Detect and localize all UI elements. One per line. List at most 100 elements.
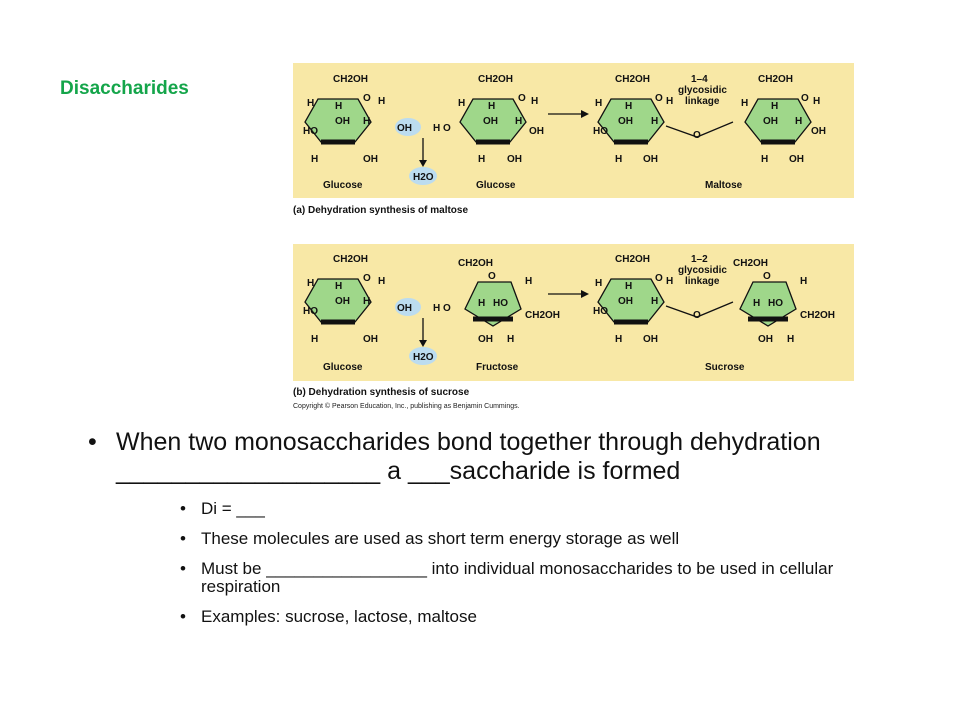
svg-text:H: H <box>625 101 632 112</box>
bullet-list: • When two monosaccharides bond together… <box>88 428 908 626</box>
svg-text:CH2OH: CH2OH <box>800 310 835 321</box>
svg-text:OH: OH <box>758 334 773 345</box>
water-label: H2O <box>413 172 434 183</box>
maltose-label: Maltose <box>705 180 743 191</box>
caption-maltose: (a) Dehydration synthesis of maltose <box>293 205 469 216</box>
sub-bullet: • These molecules are used as short term… <box>180 529 680 548</box>
water-molecule <box>409 347 437 365</box>
svg-text:O: O <box>693 310 701 321</box>
svg-text:H: H <box>787 334 794 345</box>
svg-text:CH2OH: CH2OH <box>525 310 560 321</box>
svg-text:H: H <box>625 281 632 292</box>
svg-text:O: O <box>443 303 451 314</box>
svg-text:H: H <box>771 101 778 112</box>
svg-text:O: O <box>801 93 809 104</box>
svg-text:H: H <box>378 276 385 287</box>
svg-text:H: H <box>335 101 342 112</box>
svg-text:OH: OH <box>363 334 378 345</box>
svg-text:OH: OH <box>397 303 412 314</box>
svg-text:H: H <box>800 276 807 287</box>
glucose-label: Glucose <box>323 362 363 373</box>
svg-text:H: H <box>651 116 658 127</box>
svg-text:H: H <box>307 98 314 109</box>
svg-text:OH: OH <box>618 116 633 127</box>
svg-text:OH: OH <box>507 154 522 165</box>
svg-text:OH: OH <box>763 116 778 127</box>
svg-text:H: H <box>433 123 440 134</box>
copyright-notice: Copyright © Pearson Education, Inc., pub… <box>293 403 520 410</box>
bullet-dot-icon: • <box>180 559 186 578</box>
caption-sucrose: (b) Dehydration synthesis of sucrose <box>293 387 470 398</box>
svg-text:H: H <box>525 276 532 287</box>
sub-bullet: • Examples: sucrose, lactose, maltose <box>180 607 477 626</box>
svg-text:H: H <box>363 116 370 127</box>
svg-text:H: H <box>666 96 673 107</box>
svg-text:O: O <box>763 271 771 282</box>
svg-text:CH2OH: CH2OH <box>333 254 368 265</box>
maltose-diagram: CH2OH O HHH OHH HO HOH OH OH HO H2O CH2O… <box>303 74 826 191</box>
svg-text:H: H <box>378 96 385 107</box>
svg-text:HO: HO <box>593 306 608 317</box>
maltose-synthesis-panel: CH2OH O HHH OHH HO HOH OH OH HO H2O CH2O… <box>293 63 854 198</box>
svg-text:linkage: linkage <box>685 276 720 287</box>
svg-text:H: H <box>311 154 318 165</box>
svg-text:H: H <box>507 334 514 345</box>
svg-text:glycosidic: glycosidic <box>678 85 727 96</box>
svg-text:H: H <box>307 278 314 289</box>
svg-text:H: H <box>813 96 820 107</box>
fructose-label: Fructose <box>476 362 519 373</box>
ch2oh-label: CH2OH <box>333 74 368 85</box>
svg-text:CH2OH: CH2OH <box>615 254 650 265</box>
svg-text:glycosidic: glycosidic <box>678 265 727 276</box>
svg-text:OH: OH <box>789 154 804 165</box>
svg-text:H: H <box>595 98 602 109</box>
svg-text:H: H <box>478 298 485 309</box>
svg-text:HO: HO <box>493 298 508 309</box>
svg-text:O: O <box>443 123 451 134</box>
svg-text:H: H <box>666 276 673 287</box>
glucose-label-1: Glucose <box>323 180 363 191</box>
svg-text:H: H <box>478 154 485 165</box>
svg-text:H: H <box>363 296 370 307</box>
svg-text:H: H <box>651 296 658 307</box>
svg-text:OH: OH <box>643 154 658 165</box>
svg-text:O: O <box>363 93 371 104</box>
svg-text:OH: OH <box>363 154 378 165</box>
sucrose-label: Sucrose <box>705 362 745 373</box>
svg-text:OH: OH <box>397 123 412 134</box>
svg-text:H: H <box>515 116 522 127</box>
bullet-dot-icon: • <box>180 499 186 518</box>
svg-text:CH2OH: CH2OH <box>615 74 650 85</box>
svg-text:HO: HO <box>303 306 318 317</box>
svg-text:OH: OH <box>643 334 658 345</box>
svg-text:linkage: linkage <box>685 96 720 107</box>
svg-text:O: O <box>693 130 701 141</box>
main-bullet: • When two monosaccharides bond together… <box>88 428 908 486</box>
svg-text:H: H <box>488 101 495 112</box>
sub-bullet: • Must be _________________ into individ… <box>180 559 834 596</box>
sub-bullet: • Di = ___ <box>180 499 265 518</box>
svg-text:O: O <box>488 271 496 282</box>
svg-text:OH: OH <box>811 126 826 137</box>
svg-text:H: H <box>615 154 622 165</box>
svg-text:H: H <box>433 303 440 314</box>
water-label: H2O <box>413 352 434 363</box>
svg-text:HO: HO <box>303 126 318 137</box>
linkage-label-1: 1–4 <box>691 74 708 85</box>
svg-text:H: H <box>595 278 602 289</box>
svg-text:OH: OH <box>335 296 350 307</box>
hydroxyl-highlight <box>395 118 421 136</box>
glucose-label-2: Glucose <box>476 180 516 191</box>
svg-text:OH: OH <box>529 126 544 137</box>
svg-text:H: H <box>458 98 465 109</box>
svg-text:OH: OH <box>335 116 350 127</box>
